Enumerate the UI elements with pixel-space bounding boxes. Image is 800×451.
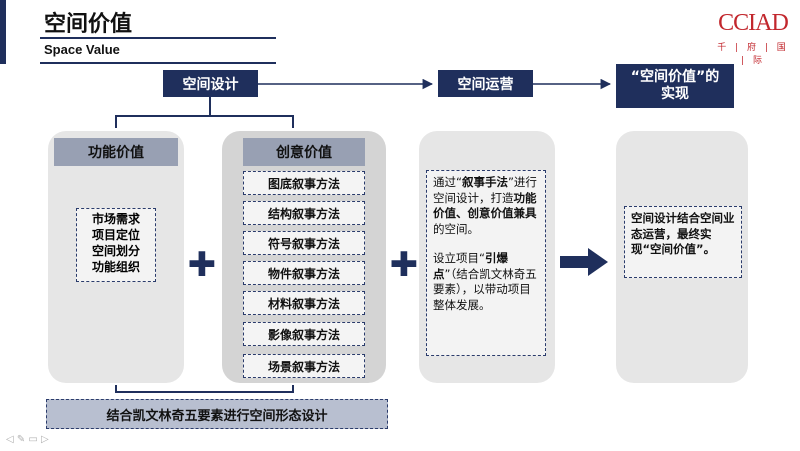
logo-subtext: 千 | 府 | 国 | 际	[717, 43, 789, 66]
space-design-box: 空间设计	[163, 70, 258, 97]
method-item: 结构叙事方法	[243, 201, 365, 225]
title-divider	[40, 37, 276, 39]
functional-item: 市场需求	[91, 212, 140, 226]
method-item: 场景叙事方法	[243, 354, 365, 378]
page-subtitle: Space Value	[44, 42, 120, 57]
operation-text-box: 通过“叙事手法”进行空间设计，打造功能价值、创意价值兼具的空间。 设立项目“引爆…	[426, 170, 546, 356]
plus-icon: ✚	[187, 245, 217, 285]
plus-icon: ✚	[389, 245, 419, 285]
page-title: 空间价值	[44, 12, 133, 37]
header-accent-bar	[0, 0, 6, 64]
method-item: 图底叙事方法	[243, 171, 365, 195]
operation-paragraph-1: 通过“叙事手法”进行空间设计，打造功能价值、创意价值兼具的空间。	[433, 175, 537, 236]
creative-value-header: 创意价值	[243, 138, 365, 166]
subtitle-divider	[40, 62, 276, 64]
bottom-bracket	[115, 385, 294, 393]
functional-item: 空间划分	[91, 244, 140, 258]
functional-items-box: 市场需求 项目定位 空间划分 功能组织	[76, 208, 156, 282]
method-item: 物件叙事方法	[243, 261, 365, 285]
result-text-box: 空间设计结合空间业态运营，最终实现“空间价值”。	[624, 206, 742, 278]
bottom-summary-bar: 结合凯文林奇五要素进行空间形态设计	[46, 399, 388, 429]
space-operation-box: 空间运营	[438, 70, 533, 97]
design-bracket	[115, 115, 294, 128]
slide-controls[interactable]: ◁ ✎ ▭ ▷	[6, 434, 49, 445]
company-logo: CCIAD 千 | 府 | 国 | 际	[716, 10, 790, 66]
logo-letters: CCIAD	[718, 10, 789, 36]
functional-value-header: 功能价值	[54, 138, 178, 166]
operation-paragraph-2: 设立项目“引爆点”（结合凯文林奇五要素），以带动项目整体发展。	[433, 251, 537, 312]
arrow-right-icon	[560, 248, 608, 276]
functional-item: 功能组织	[91, 260, 140, 274]
method-item: 影像叙事方法	[243, 322, 365, 346]
method-item: 材料叙事方法	[243, 291, 365, 315]
functional-item: 项目定位	[91, 228, 140, 242]
method-item: 符号叙事方法	[243, 231, 365, 255]
space-value-realization-box: “空间价值”的实现	[616, 64, 734, 108]
